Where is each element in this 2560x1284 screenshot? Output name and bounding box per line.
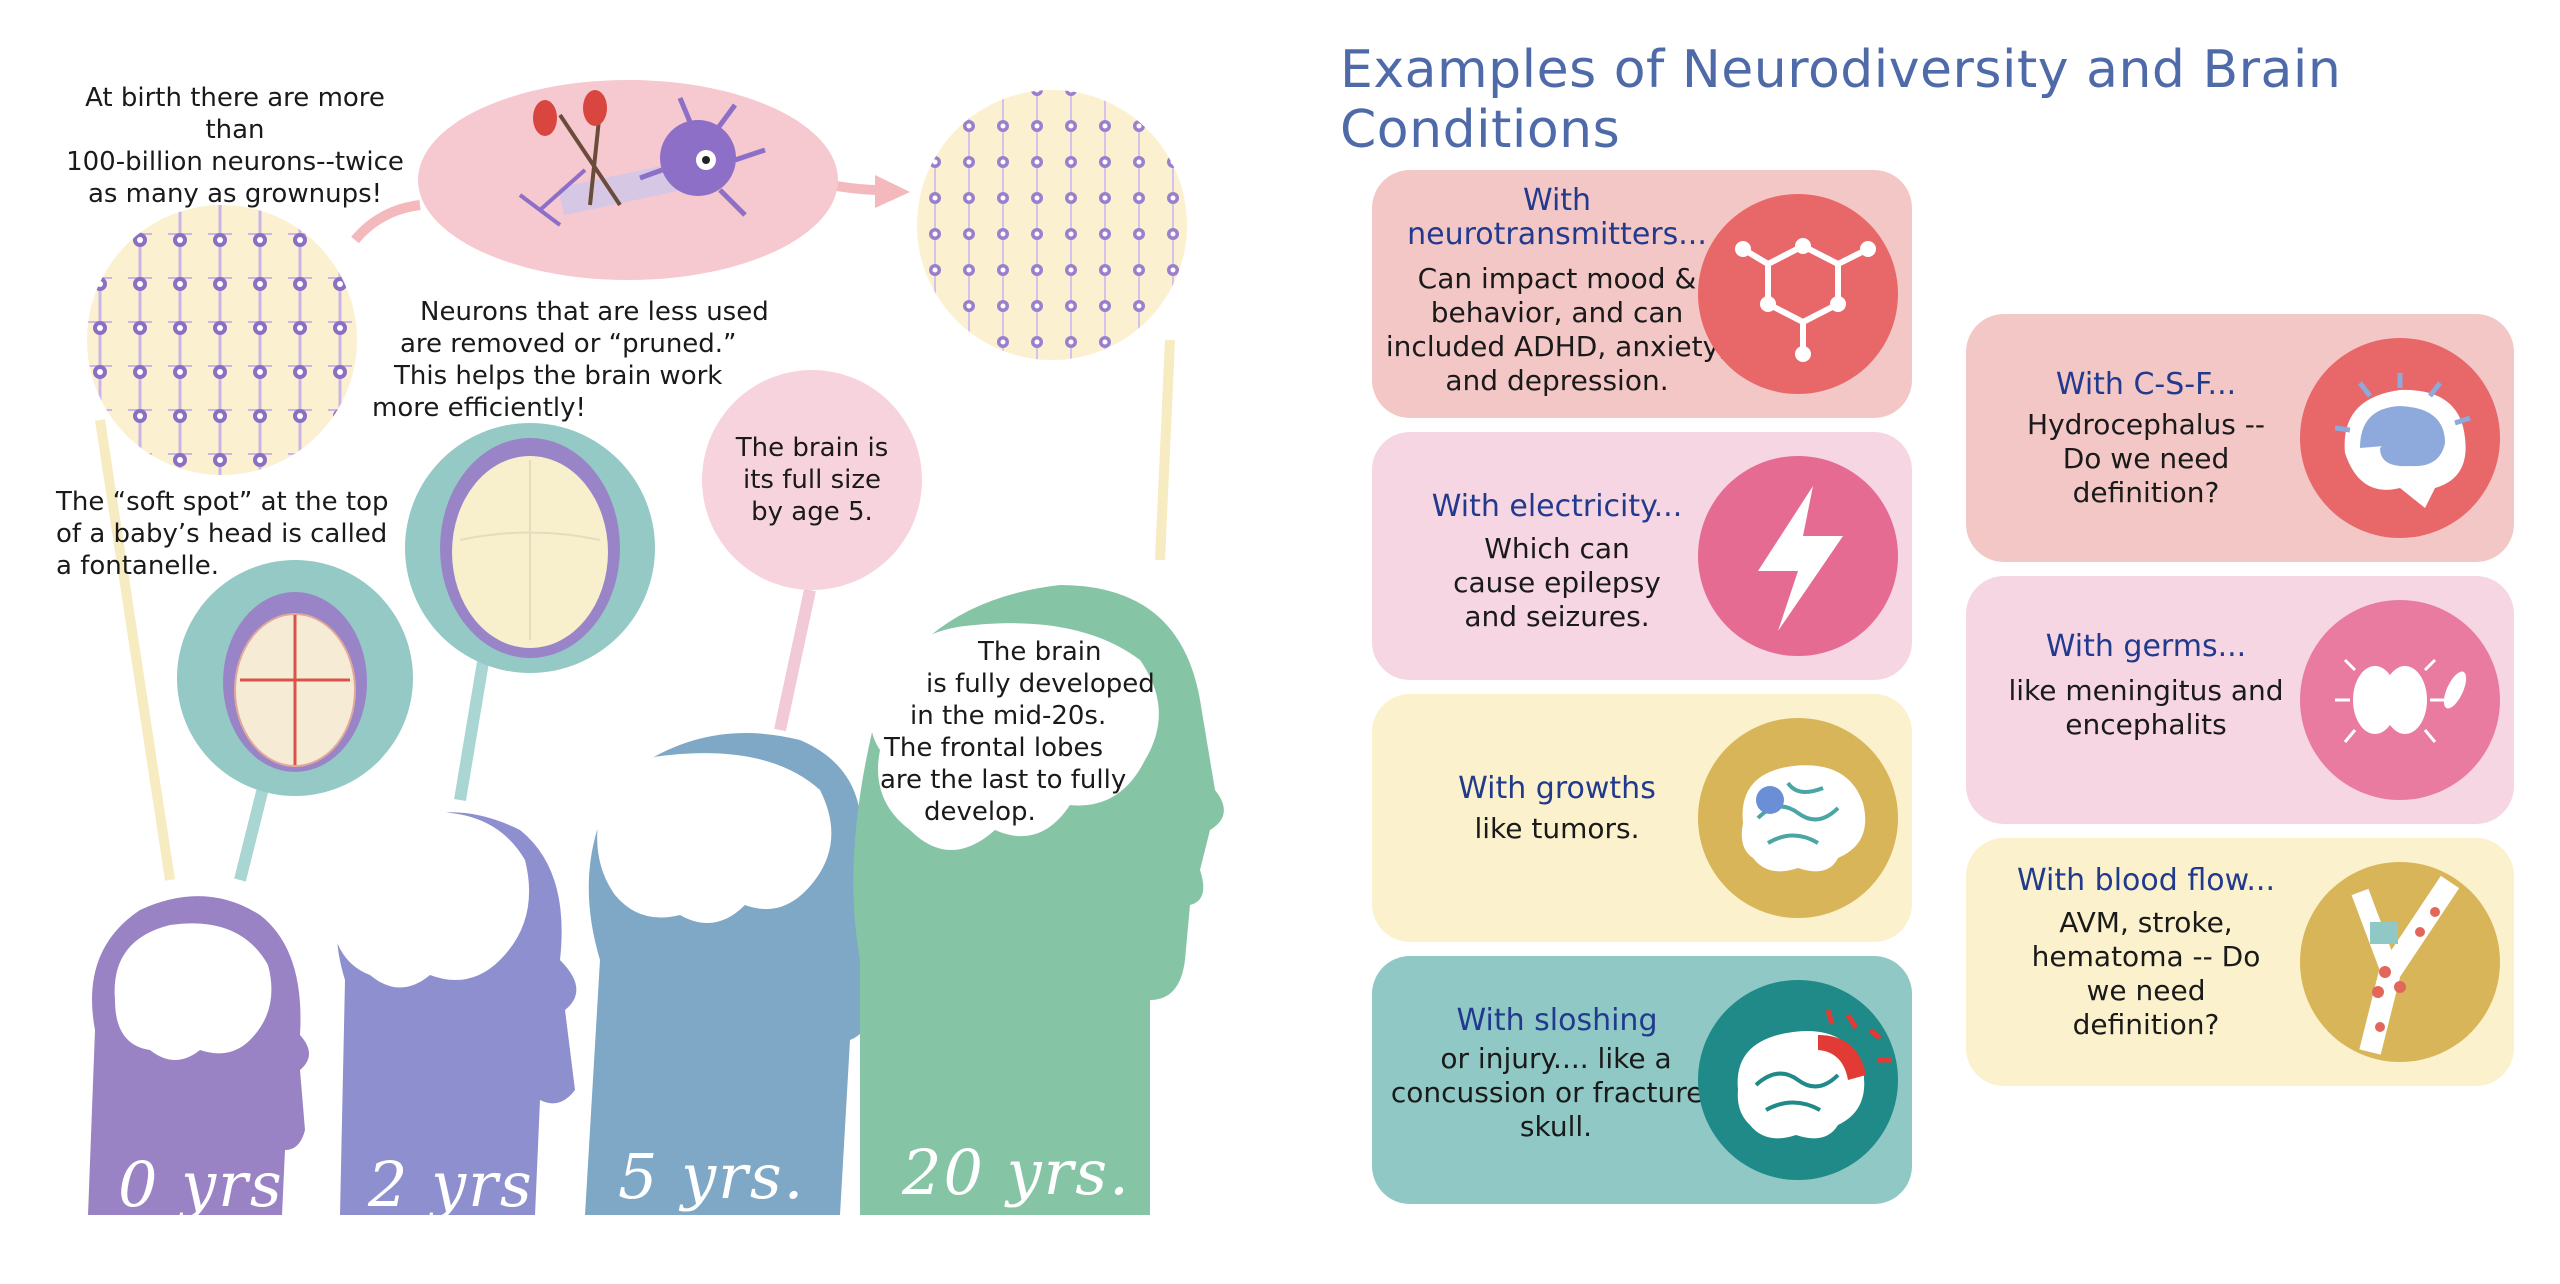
card-growths: With growths like tumors.	[1372, 694, 1912, 942]
development-artwork	[87, 80, 1224, 1215]
note-line: more efficiently!	[372, 393, 586, 423]
age-label-2: 2 yrs.	[368, 1148, 556, 1221]
card-description: Which can cause epilepsy and seizures.	[1453, 532, 1661, 633]
card-title: With neurotransmitters...	[1407, 183, 1707, 252]
note-line: At birth there are more than	[85, 83, 385, 145]
full-size-note: The brain is its full size by age 5.	[712, 432, 912, 528]
card-description: Can impact mood & behavior, and can incl…	[1385, 262, 1729, 397]
connector-line	[95, 419, 175, 881]
card-germs: With germs... like meningitus and enceph…	[1966, 576, 2514, 824]
brain-development-illustration: At birth there are more than 100-billion…	[0, 0, 1260, 1280]
card-title: With germs...	[2045, 629, 2247, 664]
page-title: Examples of Neurodiversity and Brain Con…	[1340, 40, 2342, 160]
note-line: in the mid-20s.	[910, 701, 1107, 731]
blood-vessel-icon	[2300, 862, 2500, 1062]
note-line: The frontal lobes	[884, 733, 1104, 763]
card-title: With sloshing	[1456, 1003, 1658, 1038]
note-line: by age 5.	[751, 497, 873, 527]
note-line: as many as grownups!	[87, 179, 383, 209]
card-title: With C-S-F...	[2055, 367, 2237, 402]
note-line: are removed or “pruned.”	[400, 329, 737, 359]
note-line: Neurons that are less used	[420, 297, 769, 327]
molecule-icon	[1698, 194, 1898, 394]
note-line: The “soft spot” at the top	[56, 487, 389, 517]
birth-neurons-note: At birth there are more than 100-billion…	[55, 82, 415, 210]
card-title: With growths	[1458, 771, 1656, 806]
note-line: its full size	[743, 465, 881, 495]
card-description: like tumors.	[1474, 812, 1640, 845]
card-electricity: With electricity... Which can cause epil…	[1372, 432, 1912, 680]
age-label-20: 20 yrs.	[902, 1136, 1131, 1209]
germ-icon	[2300, 600, 2500, 800]
card-title: With blood flow...	[2017, 863, 2275, 898]
csf-brain-icon	[2300, 338, 2500, 538]
card-title: With electricity...	[1431, 489, 1683, 524]
card-description: like meningitus and encephalits	[2008, 674, 2284, 741]
card-sloshing: With sloshing or injury.... like a concu…	[1372, 956, 1912, 1204]
age-label-5: 5 yrs.	[618, 1140, 806, 1213]
lightning-icon	[1698, 456, 1898, 656]
fontanelle-note: The “soft spot” at the top of a baby’s h…	[56, 486, 416, 582]
note-line: The brain	[978, 637, 1102, 667]
note-line: is fully developed	[926, 669, 1155, 699]
pruning-note: Neurons that are less used are removed o…	[372, 296, 792, 424]
note-line: are the last to fully	[880, 765, 1127, 795]
note-line: The brain is	[735, 433, 889, 463]
fully-developed-note: The brain is fully developed in the mid-…	[880, 636, 1180, 828]
card-csf: With C-S-F... Hydrocephalus -- Do we nee…	[1966, 314, 2514, 562]
card-description: or injury.... like a concussion or fract…	[1390, 1042, 1722, 1143]
note-line: 100-billion neurons--twice	[66, 147, 404, 177]
brain-injury-icon	[1698, 980, 1898, 1180]
note-line: a fontanelle.	[56, 551, 220, 581]
card-blood-flow: With blood flow... AVM, stroke, hematoma…	[1966, 838, 2514, 1086]
note-line: of a baby’s head is called	[56, 519, 388, 549]
note-line: develop.	[924, 797, 1036, 827]
kid-0-silhouette	[88, 896, 309, 1215]
note-line: This helps the brain work	[394, 361, 723, 391]
kid-20-silhouette	[853, 585, 1224, 1215]
card-neurotransmitters: With neurotransmitters... Can impact moo…	[1372, 170, 1912, 418]
age-label-0: 0 yrs.	[118, 1148, 306, 1221]
card-description: Hydrocephalus -- Do we need definition?	[2027, 408, 2265, 509]
brain-tumor-icon	[1698, 718, 1898, 918]
card-description: AVM, stroke, hematoma -- Do we need defi…	[2031, 906, 2261, 1041]
kid-2-silhouette	[330, 812, 577, 1215]
kid-5-silhouette	[585, 733, 870, 1215]
